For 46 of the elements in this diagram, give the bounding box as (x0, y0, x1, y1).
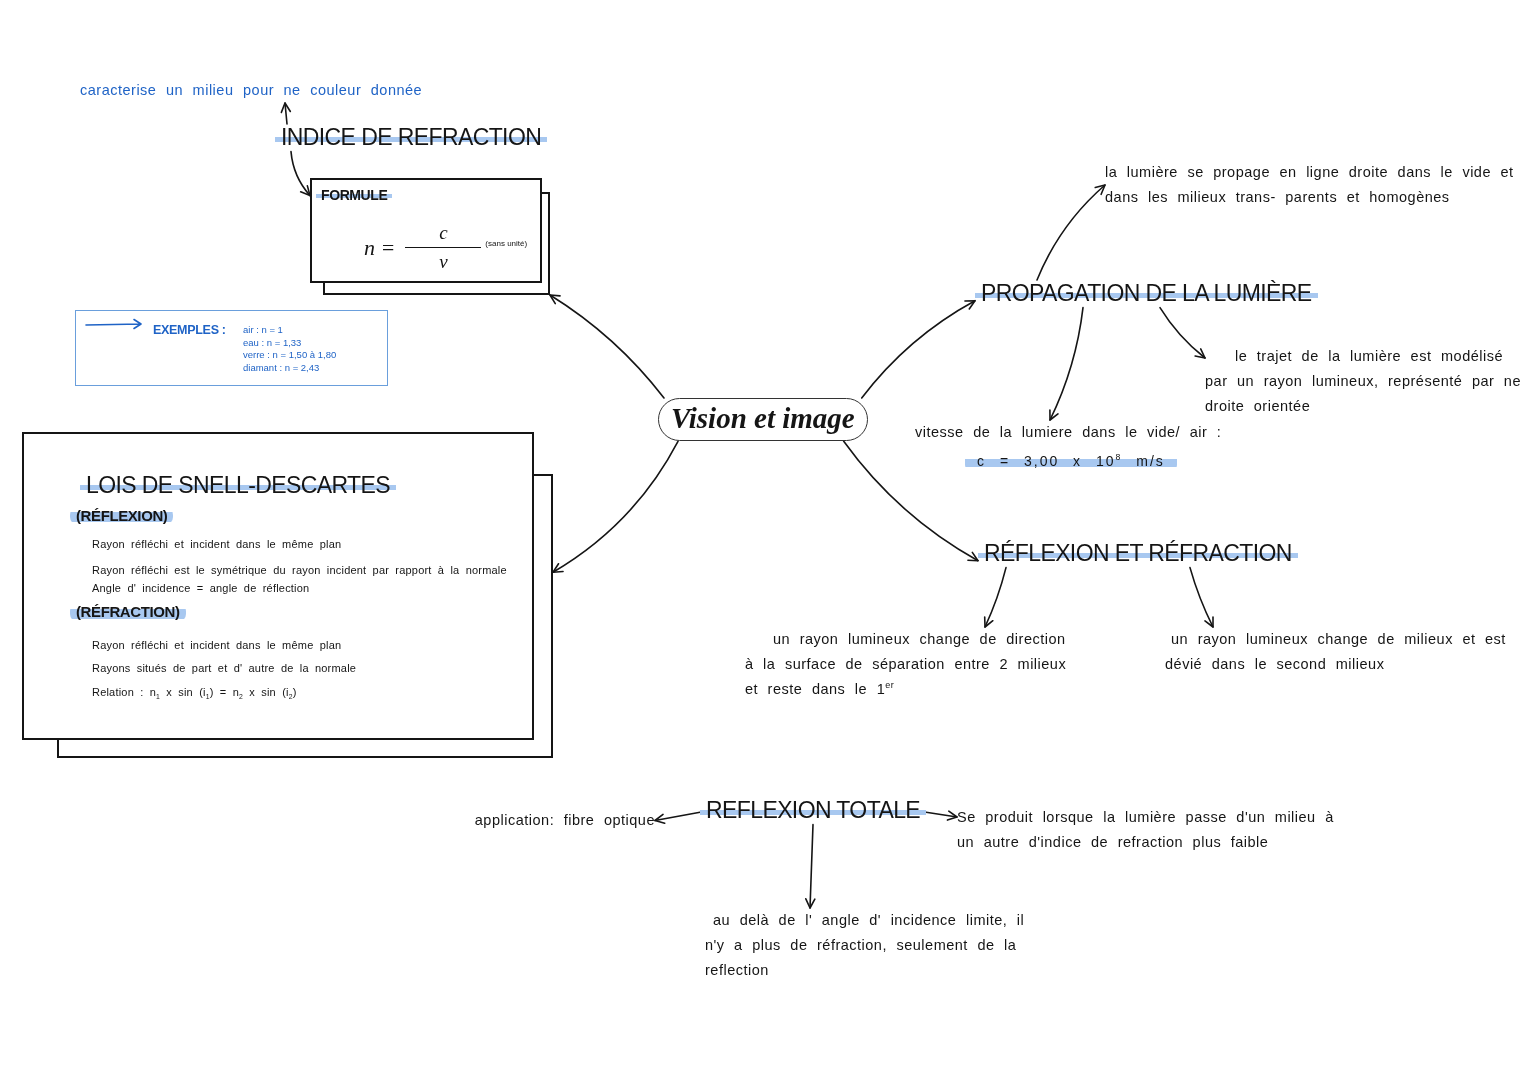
arrow (1036, 184, 1106, 281)
card-label: FORMULE (316, 187, 393, 203)
subheading: (RÉFLEXION) (70, 506, 174, 526)
list-item: diamant : n = 2,43 (243, 361, 320, 374)
arrow (1159, 306, 1206, 359)
notes-card (22, 432, 553, 758)
note-text: Se produit lorsque la lumière passe d'un milieu à un autre d'indice de refraction plus faible (957, 805, 1347, 855)
note-text: application: fibre optique (474, 808, 655, 833)
note-text: vitesse de la lumiere dans le vide/ air : (915, 423, 1222, 442)
formula-card (310, 178, 550, 295)
title-bubble: Vision et image (658, 398, 868, 442)
unit-note: (sans unité) (485, 239, 528, 248)
note-text: Rayons situés de part et d' autre de la normale (92, 661, 357, 676)
list-item: air : n = 1 (243, 324, 283, 337)
panel-label: EXEMPLES : (153, 323, 226, 337)
formula-text: c = 3,00 x 10$^{8}$ m/s (965, 451, 1177, 471)
arrow (860, 299, 976, 399)
arrow (654, 811, 701, 825)
list-item: eau : n = 1,33 (243, 336, 302, 349)
note-text: la lumière se propage en ligne droite dans le vide et dans les milieux trans- parents et homogènes (1105, 160, 1520, 210)
arrow (549, 294, 665, 399)
note-text: Relation : n$_{1}$ x sin (i$_{1}$) = n$_{2}$ x sin (i$_{2}$) (92, 685, 297, 700)
note-text: Angle d' incidence = angle de réflection (92, 581, 310, 596)
arrow (280, 102, 292, 125)
note-text: Rayon réfléchi est le symétrique du rayon incident par rapport à la normale (92, 563, 507, 578)
arrow (1048, 306, 1084, 421)
formula-text: n = (364, 234, 396, 261)
arrow (805, 823, 816, 909)
note-text: Rayon réfléchi et incident dans le même plan (92, 638, 342, 653)
subheading: (RÉFRACTION) (70, 603, 186, 623)
note-text: caracterise un milieu pour ne couleur donnée (80, 78, 423, 103)
note-text: un rayon lumineux change de direction à la surface de séparation entre 2 milieux et reste dans le 1$^{er}$ (745, 627, 1080, 702)
formula-text: c (439, 222, 448, 244)
arrow (290, 150, 311, 197)
arrow (983, 566, 1007, 628)
note-text: Rayon réfléchi et incident dans le même plan (92, 537, 342, 552)
examples-panel (75, 310, 388, 386)
arrow (925, 810, 958, 821)
note-text: le trajet de la lumière est modélisé par un rayon lumineux, représenté par ne droite orientée (1205, 344, 1525, 419)
arrow (1189, 566, 1214, 628)
note-text: au delà de l' angle d' incidence limite, il n'y a plus de réfraction, seulement de la reflection (705, 908, 1045, 983)
arrow (552, 440, 679, 573)
arrow (842, 440, 979, 562)
formula-text: v (439, 251, 448, 273)
note-text: un rayon lumineux change de milieux et est dévié dans le second milieux (1165, 627, 1520, 677)
list-item: verre : n = 1,50 à 1,80 (243, 349, 337, 362)
